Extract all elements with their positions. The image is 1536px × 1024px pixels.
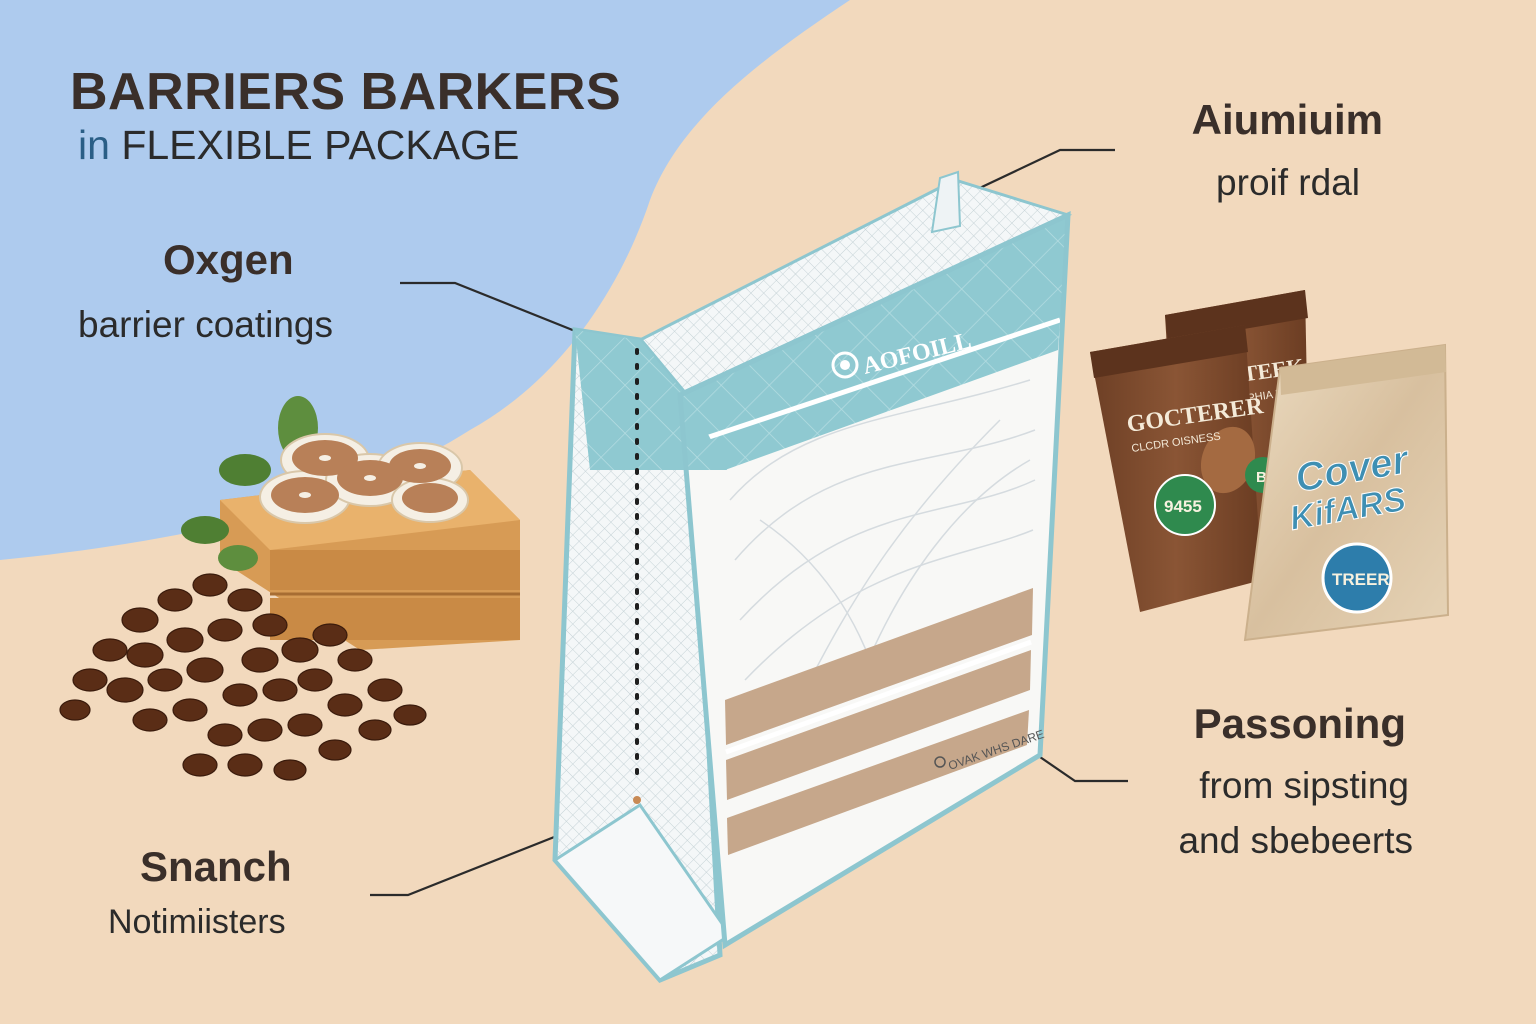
- passoning-leader: [1039, 756, 1128, 783]
- page-title: BARRIERS BARKERS: [70, 63, 622, 121]
- leaf-icon: [219, 454, 271, 486]
- page-subtitle: in FLEXIBLE PACKAGE: [78, 122, 519, 169]
- snack-pack-icon: COFTEEK IPHIA R GOCTERER CLCDR OISNESS 9…: [1090, 290, 1450, 642]
- snanch-sub: Notimiisters: [108, 903, 286, 941]
- bag-icon: AOFOILL OVAK WHS DARE: [552, 170, 1073, 983]
- leaf-icon: [218, 545, 258, 571]
- passoning-sub2: and sbebeerts: [1178, 820, 1413, 861]
- brand-logo-icon: [831, 351, 859, 379]
- light-pack-badge: TREER: [1332, 570, 1390, 589]
- coffee-beans-icon: [59, 573, 427, 781]
- front-pack-badge: 9455: [1164, 497, 1202, 516]
- front-pack-badge-circle: [1154, 474, 1216, 536]
- snanch-heading: Snanch: [140, 843, 292, 890]
- subtitle-rest: FLEXIBLE PACKAGE: [121, 122, 520, 168]
- aluminium-sub: proif rdal: [1216, 162, 1360, 203]
- light-pack-badge-circle: [1321, 542, 1393, 614]
- sky-background: [0, 0, 850, 560]
- back-pack-small: IPHIA R: [1244, 388, 1284, 405]
- oxygen-sub: barrier coatings: [78, 304, 334, 345]
- aluminium-heading: Aiumiuim: [1191, 96, 1383, 143]
- passoning-sub1: from sipsting: [1199, 765, 1409, 806]
- oxygen-heading: Oxgen: [163, 236, 294, 283]
- leaf-icon: [181, 516, 229, 544]
- passoning-heading: Passoning: [1193, 700, 1406, 747]
- subtitle-in: in: [78, 122, 110, 168]
- aluminium-leader: [947, 148, 1115, 204]
- front-pack-side-badge: B: [1256, 469, 1267, 486]
- snack-illustration: [59, 396, 520, 781]
- swirl-pattern: [729, 379, 1036, 701]
